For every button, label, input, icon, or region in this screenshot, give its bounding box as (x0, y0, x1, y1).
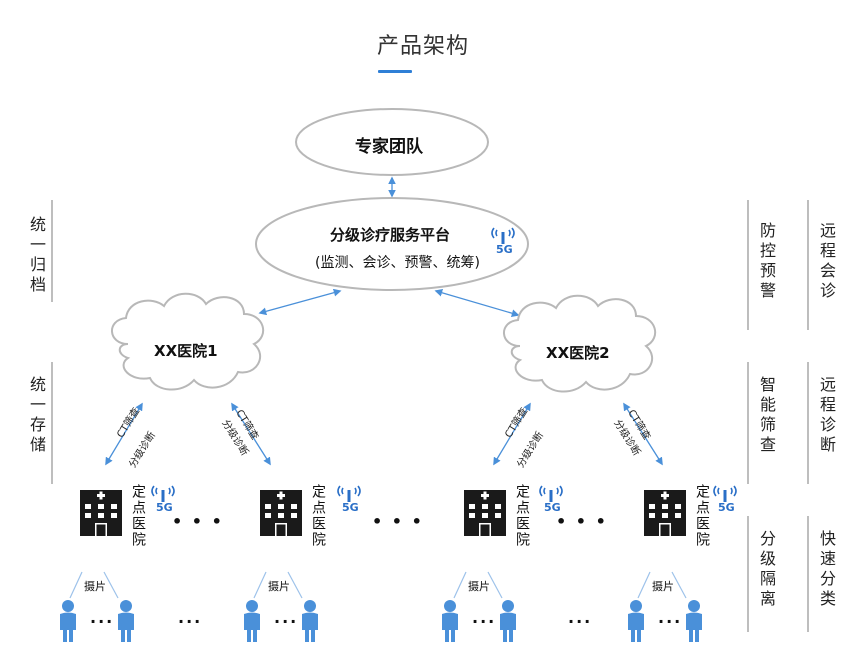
arrow-platform-h2 (434, 289, 520, 317)
fiveg-icon (151, 485, 175, 503)
person-icon (686, 600, 702, 642)
person-icon (60, 600, 76, 642)
right-label-prevention: 防控预警 (757, 222, 776, 302)
fiveg-label: 5G (718, 501, 735, 514)
site-label: 定点医院 (694, 484, 710, 548)
site-label: 定点医院 (130, 484, 146, 548)
capture-label: 摄片 (268, 580, 290, 593)
link-h2-site4 (623, 402, 663, 466)
person-icon (244, 600, 260, 642)
more-sites-ellipsis: • • • (172, 512, 224, 531)
hospital-1-label: XX医院1 (154, 342, 218, 360)
arrow-platform-h1 (258, 288, 342, 316)
capture-label: 摄片 (652, 580, 674, 593)
people-ellipsis: ... (274, 608, 299, 627)
link-h2-site3 (493, 402, 531, 466)
right-label-screening: 智能筛查 (757, 376, 776, 456)
experts-label: 专家团队 (355, 137, 423, 157)
right-label-isolation: 分级隔离 (757, 530, 776, 610)
link-h1-site2 (231, 402, 271, 466)
hospital-building-1 (80, 490, 122, 536)
person-icon (628, 600, 644, 642)
right-label-diagnosis: 远程诊断 (817, 376, 836, 456)
cloud-hospital-2 (503, 294, 657, 393)
person-icon (118, 600, 134, 642)
platform-name: 分级诊疗服务平台 (330, 226, 451, 244)
title-underline (378, 70, 412, 73)
hospital-building-2 (260, 490, 302, 536)
right-label-consult: 远程会诊 (817, 222, 836, 302)
fiveg-label: 5G (156, 501, 173, 514)
fiveg-label: 5G (342, 501, 359, 514)
platform-oval (255, 197, 529, 291)
fiveg-label: 5G (544, 501, 561, 514)
hospital-2-label: XX医院2 (546, 344, 610, 362)
page-title: 产品架构 (376, 34, 469, 59)
link-h1-site1 (105, 402, 143, 466)
cloud-hospital-1 (111, 292, 265, 391)
capture-label: 摄片 (468, 580, 490, 593)
person-icon (442, 600, 458, 642)
fiveg-icon (337, 485, 361, 503)
people-ellipsis: ... (178, 608, 203, 627)
left-label-archive: 统一归档 (27, 216, 46, 296)
site-label: 定点医院 (310, 484, 326, 548)
people-ellipsis: ... (90, 608, 115, 627)
people-ellipsis: ... (658, 608, 683, 627)
hospital-building-3 (464, 490, 506, 536)
people-ellipsis: ... (568, 608, 593, 627)
hospital-building-4 (644, 490, 686, 536)
more-sites-ellipsis: • • • (556, 512, 608, 531)
more-sites-ellipsis: • • • (372, 512, 424, 531)
platform-sub: (监测、会诊、预警、统筹) (315, 255, 480, 271)
left-label-storage: 统一存储 (27, 376, 46, 456)
fiveg-icon (713, 485, 737, 503)
capture-label: 摄片 (84, 580, 106, 593)
fiveg-label: 5G (496, 243, 513, 256)
person-icon (302, 600, 318, 642)
site-label: 定点医院 (514, 484, 530, 548)
right-label-classify: 快速分类 (817, 530, 836, 610)
person-icon (500, 600, 516, 642)
fiveg-icon (539, 485, 563, 503)
experts-oval (295, 108, 489, 176)
people-ellipsis: ... (472, 608, 497, 627)
